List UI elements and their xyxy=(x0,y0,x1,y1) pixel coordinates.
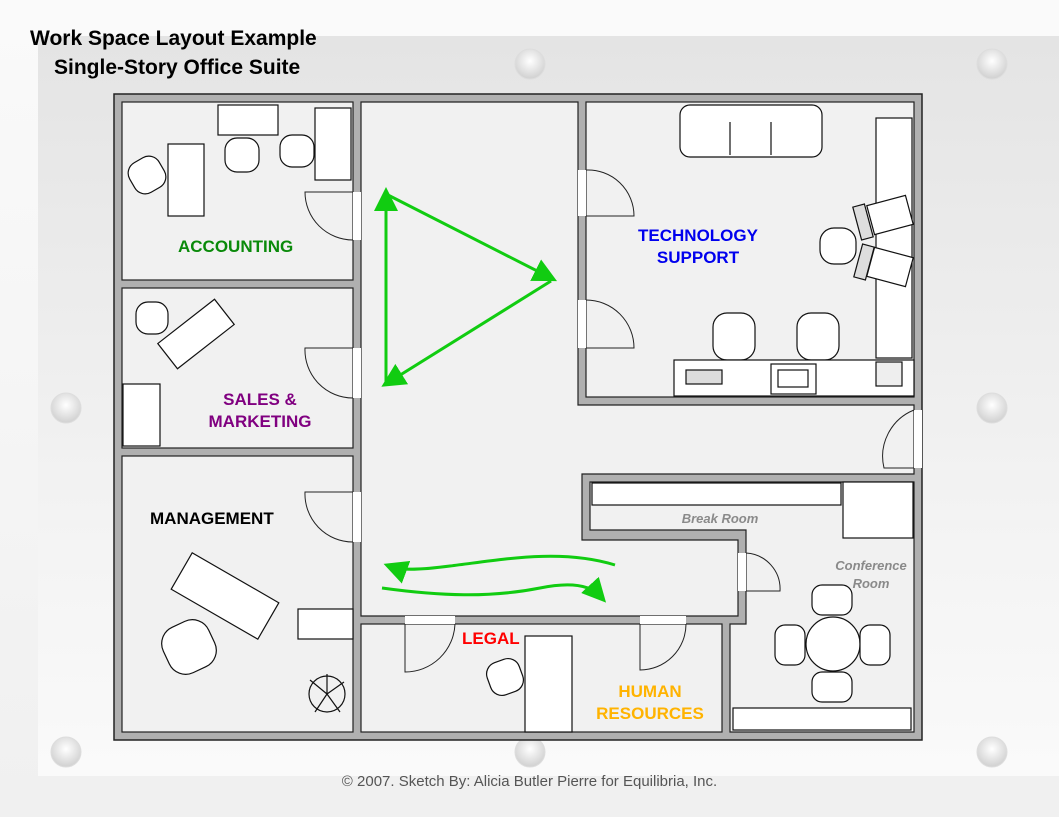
flow-arrow xyxy=(383,554,616,584)
label-conference-line1: Conference xyxy=(835,558,907,573)
label-break-room: Break Room xyxy=(681,511,759,526)
door-swings xyxy=(304,169,915,673)
copyright-caption: © 2007. Sketch By: Alicia Butler Pierre … xyxy=(341,773,718,790)
label-hr-line1: HUMAN xyxy=(618,682,682,701)
label-tech-line2: SUPPORT xyxy=(656,248,740,267)
flow-arrow xyxy=(381,576,607,603)
label-conference-room: Conference Room xyxy=(826,557,916,593)
flow-arrow xyxy=(385,192,558,282)
label-sales-line1: SALES & xyxy=(223,390,297,409)
label-human-resources: HUMAN RESOURCES xyxy=(580,681,720,725)
label-management: MANAGEMENT xyxy=(150,509,274,528)
diagram-title: Work Space Layout Example xyxy=(30,27,317,50)
label-sales-marketing: SALES & MARKETING xyxy=(190,389,330,433)
label-technology-support: TECHNOLOGY SUPPORT xyxy=(628,225,768,269)
label-accounting: ACCOUNTING xyxy=(178,237,294,256)
label-legal: LEGAL xyxy=(462,629,520,648)
door-openings xyxy=(353,170,922,624)
label-sales-line2: MARKETING xyxy=(208,412,312,431)
label-tech-line1: TECHNOLOGY xyxy=(638,226,758,245)
diagram-subtitle: Single-Story Office Suite xyxy=(54,56,301,79)
label-hr-line2: RESOURCES xyxy=(596,704,704,723)
label-conference-line2: Room xyxy=(852,576,890,591)
screw-icons xyxy=(50,48,1008,768)
flow-arrow xyxy=(381,279,552,387)
traffic-flow-arrows xyxy=(374,187,616,603)
furniture xyxy=(122,104,915,733)
